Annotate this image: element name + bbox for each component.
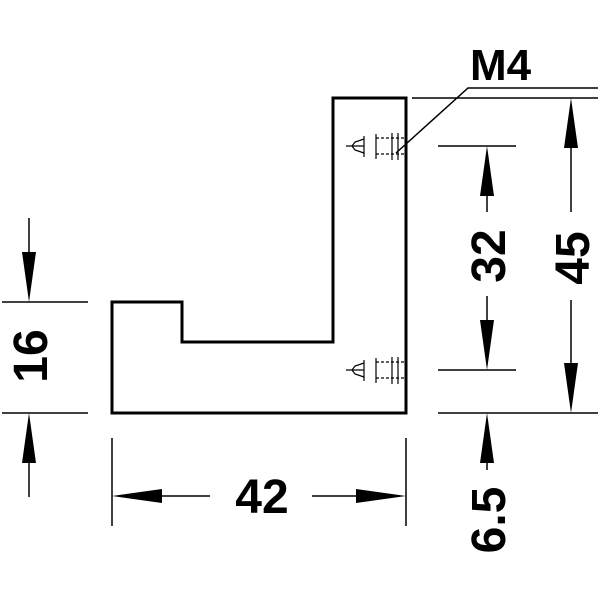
dimension-45 <box>564 98 578 413</box>
thread-label: M4 <box>470 41 532 90</box>
base-height-label: 16 <box>5 329 58 382</box>
height-total-label: 45 <box>547 231 600 284</box>
screw-hole-bottom <box>346 357 406 384</box>
thread-leader-line <box>395 87 598 154</box>
dimension-32 <box>480 146 494 370</box>
hole-spacing-label: 32 <box>463 229 516 282</box>
bottom-offset-label: 6.5 <box>463 487 516 554</box>
screw-hole-top <box>346 133 406 160</box>
hook-outline <box>110 96 408 415</box>
dimension-6-5 <box>480 413 494 470</box>
width-label: 42 <box>235 471 288 524</box>
dimension-42 <box>112 489 406 503</box>
dimension-16 <box>22 218 36 497</box>
